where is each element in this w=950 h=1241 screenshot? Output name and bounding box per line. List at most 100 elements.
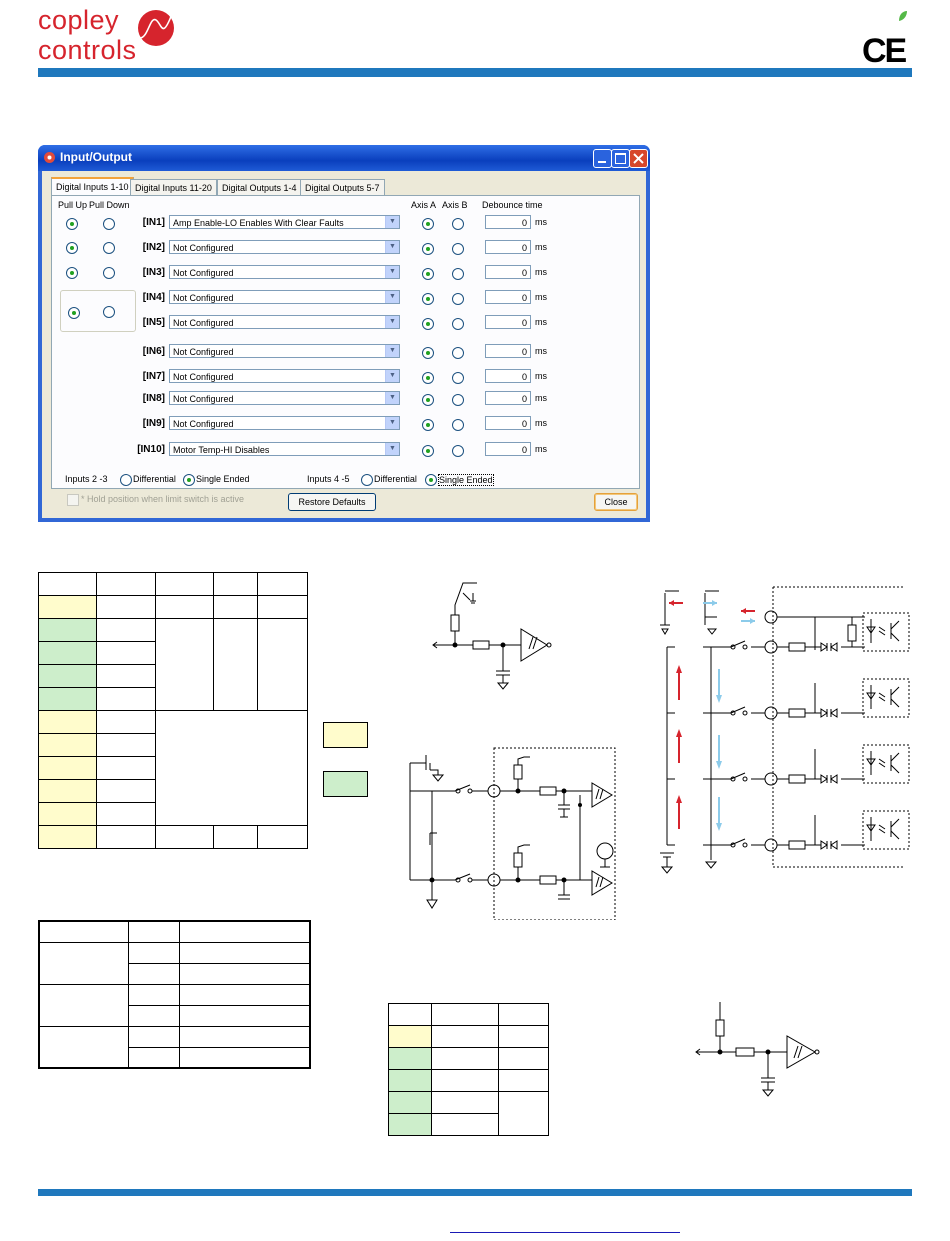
in3-pull-up-radio[interactable] [66, 267, 78, 279]
in2-function-select[interactable]: Not Configured▼ [169, 240, 400, 254]
inputs-2-3-single-ended-radio[interactable] [183, 474, 195, 486]
close-button[interactable]: Close [594, 493, 638, 511]
in4-axis-a-radio[interactable] [422, 293, 434, 305]
tab-digital-outputs-5-7[interactable]: Digital Outputs 5-7 [300, 179, 385, 196]
in3-function-select[interactable]: Not Configured▼ [169, 265, 400, 279]
in6-axis-b-radio[interactable] [452, 347, 464, 359]
in10-debounce-input[interactable]: 0 [485, 442, 531, 456]
in1-pull-down-radio[interactable] [103, 218, 115, 230]
chevron-down-icon: ▼ [385, 216, 399, 228]
restore-defaults-button[interactable]: Restore Defaults [288, 493, 376, 511]
table-cell [38, 595, 97, 619]
in2-pull-up-radio[interactable] [66, 242, 78, 254]
in9-axis-b-radio[interactable] [452, 419, 464, 431]
table-cell [128, 920, 180, 943]
in10-axis-a-radio[interactable] [422, 445, 434, 457]
table-cell [155, 572, 214, 596]
table-cell [213, 595, 258, 619]
table-cell [38, 756, 97, 780]
debounce-header: Debounce time [482, 200, 543, 210]
opto-channel [667, 810, 910, 852]
in2-debounce-input[interactable]: 0 [485, 240, 531, 254]
in10-function-select[interactable]: Motor Temp-HI Disables▼ [169, 442, 400, 456]
in9-function-select[interactable]: Not Configured▼ [169, 416, 400, 430]
in4-axis-b-radio[interactable] [452, 293, 464, 305]
tab-digital-inputs-11-20[interactable]: Digital Inputs 11-20 [130, 179, 217, 196]
in8-axis-b-radio[interactable] [452, 394, 464, 406]
in1-pull-up-radio[interactable] [66, 218, 78, 230]
table-cell [179, 962, 311, 985]
in3-axis-b-radio[interactable] [452, 268, 464, 280]
in2-axis-a-radio[interactable] [422, 243, 434, 255]
in4-debounce-input[interactable]: 0 [485, 290, 531, 304]
in7-debounce-input[interactable]: 0 [485, 369, 531, 383]
inputs-2-3-single-ended-label: Single Ended [196, 474, 250, 484]
in8-function-select[interactable]: Not Configured▼ [169, 391, 400, 405]
table-cell [179, 1004, 311, 1027]
in3-axis-a-radio[interactable] [422, 268, 434, 280]
in4-function-select[interactable]: Not Configured▼ [169, 290, 400, 304]
hold-position-checkbox[interactable] [67, 494, 79, 506]
in1-axis-b-radio[interactable] [452, 218, 464, 230]
in7-axis-a-radio[interactable] [422, 372, 434, 384]
in8-debounce-unit: ms [535, 393, 547, 403]
table-cell [38, 825, 97, 849]
in10-axis-b-radio[interactable] [452, 445, 464, 457]
close-window-button[interactable] [629, 149, 648, 168]
in1-axis-a-radio[interactable] [422, 218, 434, 230]
footer-link[interactable] [450, 1232, 680, 1233]
in45-pull-up-radio[interactable] [68, 307, 80, 319]
inputs-4-5-single-ended-radio[interactable] [425, 474, 437, 486]
inputs-4-5-label: Inputs 4 -5 [307, 474, 350, 484]
in6-function-value: Not Configured [173, 347, 234, 357]
in1-function-value: Amp Enable-LO Enables With Clear Faults [173, 218, 344, 228]
in2-axis-b-radio[interactable] [452, 243, 464, 255]
in1-debounce-input[interactable]: 0 [485, 215, 531, 229]
in1-label: [IN1] [142, 217, 165, 228]
table-cell [155, 710, 308, 826]
in45-pull-down-radio[interactable] [103, 306, 115, 318]
table-cell [179, 1025, 311, 1048]
in5-debounce-input[interactable]: 0 [485, 315, 531, 329]
table-cell [155, 618, 214, 711]
in8-debounce-input[interactable]: 0 [485, 391, 531, 405]
maximize-button[interactable] [611, 149, 630, 168]
in3-debounce-input[interactable]: 0 [485, 265, 531, 279]
in3-pull-down-radio[interactable] [103, 267, 115, 279]
pull-up-header: Pull Up [58, 200, 88, 210]
dialog-titlebar[interactable]: Input/Output [38, 145, 650, 171]
table-cell [38, 687, 97, 711]
in6-axis-a-radio[interactable] [422, 347, 434, 359]
input-circuit-diagram [432, 582, 552, 690]
minimize-button[interactable] [593, 149, 612, 168]
table-cell [38, 802, 97, 826]
in7-function-select[interactable]: Not Configured▼ [169, 369, 400, 383]
copley-logo-icon [138, 10, 174, 46]
in6-debounce-input[interactable]: 0 [485, 344, 531, 358]
chevron-down-icon: ▼ [385, 291, 399, 303]
table-cell [38, 1025, 129, 1069]
in7-axis-b-radio[interactable] [452, 372, 464, 384]
table-cell [179, 983, 311, 1006]
tab-digital-outputs-1-4[interactable]: Digital Outputs 1-4 [217, 179, 302, 196]
inputs-2-3-differential-radio[interactable] [120, 474, 132, 486]
in9-axis-a-radio[interactable] [422, 419, 434, 431]
inputs-4-5-differential-radio[interactable] [361, 474, 373, 486]
in6-function-select[interactable]: Not Configured▼ [169, 344, 400, 358]
table-cell [96, 664, 156, 688]
table-cell [96, 710, 156, 734]
table-cell [96, 572, 156, 596]
in9-debounce-input[interactable]: 0 [485, 416, 531, 430]
header-bar [38, 68, 912, 77]
in1-function-select[interactable]: Amp Enable-LO Enables With Clear Faults ▼ [169, 215, 400, 229]
in5-function-select[interactable]: Not Configured▼ [169, 315, 400, 329]
in5-axis-a-radio[interactable] [422, 318, 434, 330]
in8-axis-a-radio[interactable] [422, 394, 434, 406]
hold-position-label: * Hold position when limit switch is act… [81, 494, 245, 504]
center-table [388, 1003, 549, 1136]
ce-mark: CE [862, 32, 907, 70]
in2-pull-down-radio[interactable] [103, 242, 115, 254]
table-cell [128, 941, 180, 964]
in5-axis-b-radio[interactable] [452, 318, 464, 330]
table-cell [498, 1025, 549, 1048]
